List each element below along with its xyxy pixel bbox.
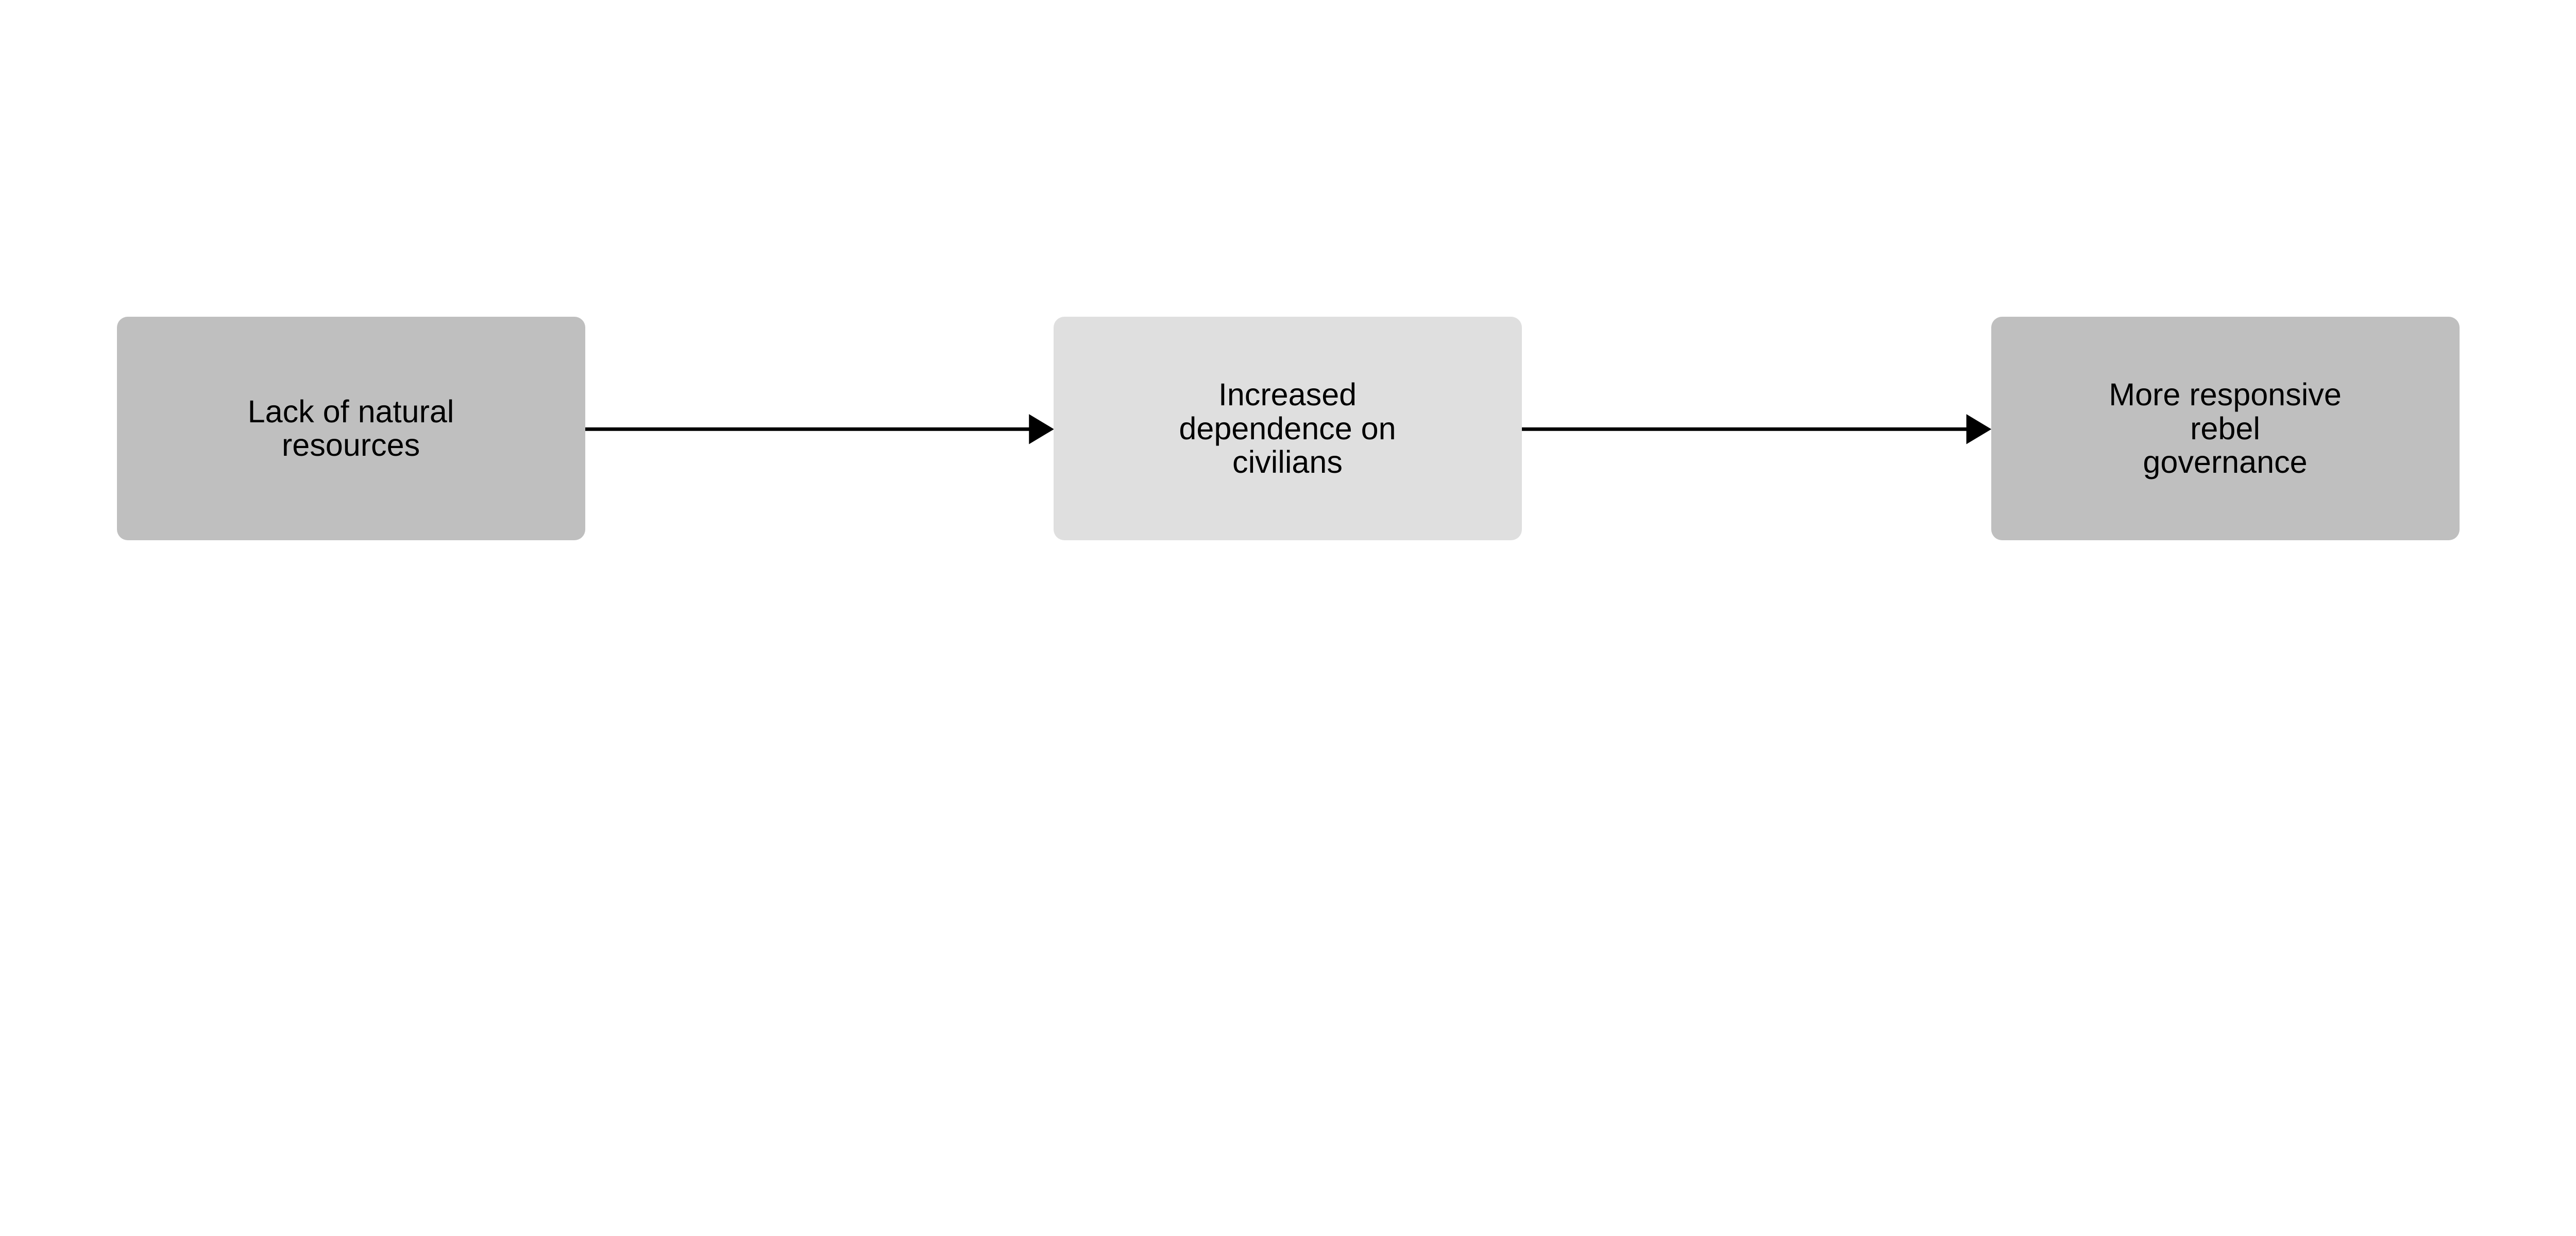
node-label: More responsive rebel governance [2109,377,2342,479]
node-increased-dependence: Increased dependence on civilians [1053,317,1522,541]
diagram-canvas: Lack of natural resources Increased depe… [116,317,2460,541]
edges-layer [585,414,1992,444]
node-lack-of-natural-resources: Lack of natural resources [116,317,585,541]
node-label: Increased dependence on civilians [1179,377,1396,479]
node-responsive-governance: More responsive rebel governance [1991,317,2460,541]
node-label: Lack of natural resources [247,394,454,463]
arrowhead-icon [1029,414,1054,444]
arrowhead-icon [1966,414,1992,444]
